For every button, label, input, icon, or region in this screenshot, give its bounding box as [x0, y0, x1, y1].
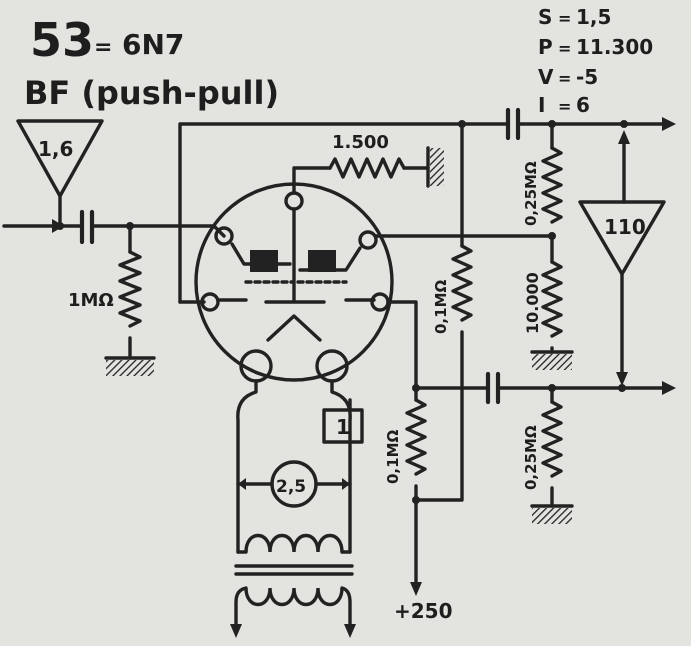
- junction-dot: [56, 222, 64, 230]
- arrow-down-icon: [616, 372, 628, 386]
- cathode-wire: [292, 166, 332, 195]
- arrow-down-icon: [410, 582, 422, 596]
- supply-voltage-label: +250: [394, 599, 453, 623]
- arrow-icon: [342, 478, 350, 490]
- junction-dot: [548, 232, 556, 240]
- grid-resistor: [118, 250, 142, 328]
- plate-resistor-bottom-label: 0,1MΩ: [384, 430, 402, 484]
- cathode-resistor: [328, 157, 406, 179]
- plate-pin-left: [200, 292, 220, 312]
- plate-resistor-top: [451, 244, 473, 322]
- tube-function: BF (push-pull): [24, 74, 279, 112]
- junction-dot: [620, 120, 628, 128]
- plate-pin-right: [370, 292, 390, 312]
- arrow-down-icon: [230, 624, 242, 638]
- grid-pin-right: [358, 230, 378, 250]
- ground-symbol: [530, 350, 574, 370]
- spec-value: 11.300: [576, 35, 653, 59]
- input-gain-label: 1,6: [38, 137, 73, 161]
- heater-transformer: [234, 534, 354, 606]
- wire: [212, 224, 226, 238]
- cathode-resistor-label: 1.500: [332, 132, 389, 153]
- arrow-down-icon: [344, 624, 356, 638]
- spec-list: S = 1,5 P = 11.300 V = -5 I = 6: [538, 5, 653, 117]
- output-gain-label: 110: [604, 215, 646, 239]
- mains-wire-right: [340, 586, 352, 634]
- output-amplifier-symbol: 110: [578, 200, 666, 276]
- arrow-icon: [238, 478, 246, 490]
- load-resistor-bottom-label: 0,25MΩ: [522, 425, 540, 490]
- spec-value: -5: [576, 65, 598, 89]
- spec-label: S: [538, 5, 552, 29]
- heater-filament: [266, 314, 322, 342]
- plate-wire-right: [386, 300, 418, 390]
- spec-label: I: [538, 93, 545, 117]
- spec-sep: =: [558, 39, 571, 58]
- wire: [414, 330, 464, 502]
- junction-dot: [412, 496, 420, 504]
- junction-dot: [618, 384, 626, 392]
- plate-element-left: [250, 250, 278, 272]
- load-resistor-bottom: [541, 400, 563, 478]
- tube-number: 53: [30, 13, 94, 67]
- ground-symbol: [426, 146, 444, 188]
- spec-label: P: [538, 35, 553, 59]
- spec-label: V: [538, 65, 554, 89]
- filament-pin-label: 1: [336, 415, 350, 439]
- equals-sign: =: [94, 35, 112, 60]
- load-resistor-top: [541, 146, 563, 224]
- input-amplifier-symbol: 1,6: [16, 119, 104, 198]
- output-arrow-icon: [662, 117, 676, 131]
- plate-resistor-top-label: 0,1MΩ: [432, 280, 450, 334]
- spec-sep: =: [558, 9, 571, 28]
- heater-voltage-label: 2,5: [276, 477, 306, 497]
- arrow-up-icon: [618, 130, 630, 144]
- filament-box: [322, 408, 364, 444]
- heater-wire-right: [330, 379, 352, 554]
- tube-equivalent: 6N7: [122, 28, 184, 61]
- plate-element-right: [308, 250, 336, 272]
- cathode-pin: [284, 191, 304, 211]
- ground-symbol: [530, 504, 574, 524]
- input-capacitor: [79, 209, 95, 245]
- mains-wire-left: [234, 586, 248, 634]
- output-arrow-icon: [662, 381, 676, 395]
- ground-symbol: [104, 356, 156, 376]
- bias-resistor: [541, 260, 563, 338]
- spec-sep: =: [558, 69, 571, 88]
- plate-feedback-wire: [178, 122, 464, 304]
- plate-resistor-bottom: [405, 398, 427, 476]
- grid-resistor-label: 1MΩ: [68, 290, 114, 311]
- bias-resistor-label: 10.000: [523, 272, 542, 334]
- spec-value: 1,5: [576, 5, 611, 29]
- spec-sep: =: [558, 97, 571, 116]
- heater-wire-left: [236, 379, 258, 554]
- grid-pin-left: [214, 226, 234, 246]
- spec-value: 6: [576, 93, 590, 117]
- load-resistor-top-label: 0,25MΩ: [522, 161, 540, 226]
